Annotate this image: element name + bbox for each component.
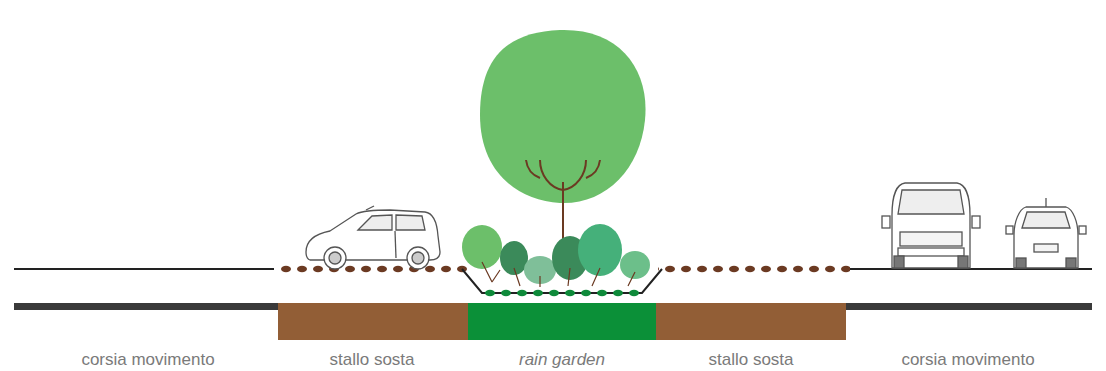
- shrubs: [462, 224, 650, 287]
- lane-label: corsia movimento: [901, 350, 1034, 370]
- van-front: [882, 183, 980, 268]
- parking-label: stallo sosta: [329, 350, 414, 370]
- lane-band: [14, 303, 278, 310]
- tree: [480, 30, 646, 268]
- paving-dots: [658, 263, 850, 275]
- car-rear: [1006, 198, 1086, 268]
- parking-label: stallo sosta: [708, 350, 793, 370]
- parking-band: [656, 303, 846, 340]
- rain-garden-label: rain garden: [519, 350, 605, 370]
- lane-label: corsia movimento: [81, 350, 214, 370]
- lane-band: [846, 303, 1092, 310]
- parking-band: [278, 303, 468, 340]
- paving-dots: [278, 263, 468, 275]
- rain-garden-band: [468, 303, 656, 340]
- gravel-dots: [482, 287, 642, 299]
- car-side: [306, 206, 440, 269]
